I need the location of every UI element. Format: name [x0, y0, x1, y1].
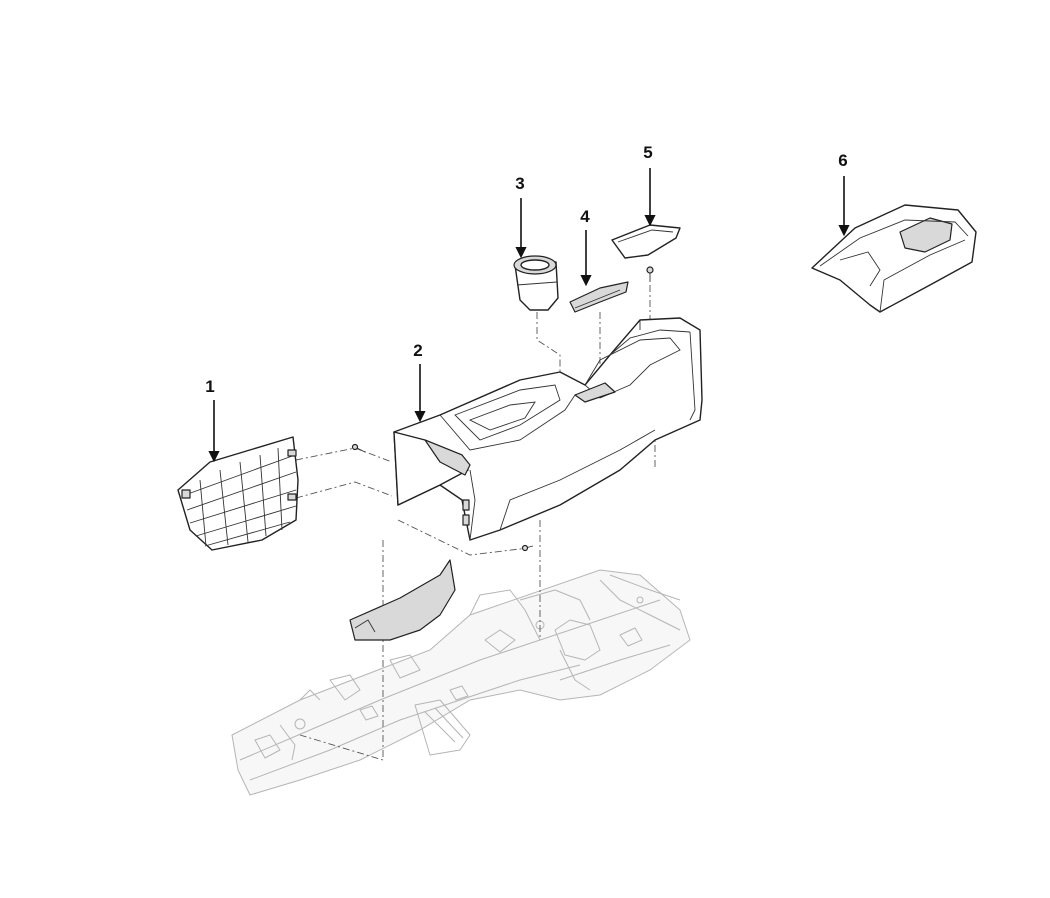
part-4-bracket — [569, 281, 629, 313]
part-1-side-trim — [177, 436, 299, 551]
screws — [351, 266, 654, 552]
part-3-cup-holder — [513, 255, 559, 311]
callout-2: 2 — [413, 341, 426, 423]
callout-number: 3 — [515, 174, 524, 193]
callout-number: 4 — [580, 207, 590, 226]
callout-6: 6 — [838, 151, 850, 237]
floor-pan — [231, 569, 691, 796]
part-2-floor-console — [393, 317, 703, 541]
part-5-cover-plate — [611, 224, 681, 259]
callout-3: 3 — [515, 174, 527, 259]
callout-number: 6 — [838, 151, 847, 170]
callout-number: 2 — [413, 341, 422, 360]
part-6-rear-panel — [811, 204, 977, 313]
callout-number: 1 — [205, 377, 214, 396]
callout-4: 4 — [580, 207, 592, 287]
callout-number: 5 — [643, 143, 652, 162]
callout-1: 1 — [205, 377, 220, 463]
lower-front-cover — [349, 559, 456, 641]
callout-5: 5 — [643, 143, 656, 227]
